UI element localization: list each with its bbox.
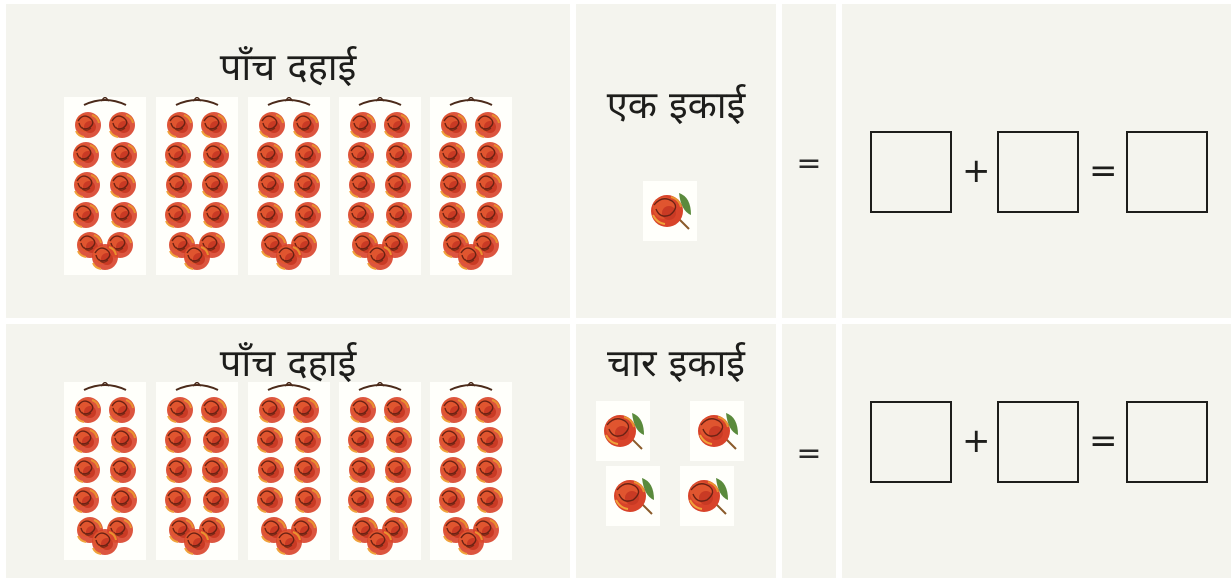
equals-cell-row-2: = [782,324,836,578]
rose-garland-icon [156,97,238,275]
rose-flower-icon [680,466,734,526]
rose-garland-icon [339,97,421,275]
rose-garland-icon [339,382,421,560]
rose-garland-icon [64,382,146,560]
plus-sign: + [962,421,991,461]
equals-sign: = [796,146,822,181]
ones-label: चार इकाई [607,341,745,385]
tens-cell-row-1: पाँच दहाई [6,4,570,318]
tens-cell-row-2: पाँच दहाई [6,324,570,578]
equals-cell-row-1: = [782,4,836,318]
rose-garland-icon [156,382,238,560]
equals-sign: = [1089,421,1118,461]
rose-flower-icon [596,401,650,461]
rose-flower-icon [643,181,697,241]
rose-flower-icon [606,466,660,526]
tens-label: पाँच दहाई [219,341,357,385]
ones-cell-row-1: एक इकाई [576,4,776,318]
answer-box-tens[interactable] [870,401,952,483]
rose-garland-icon [248,382,330,560]
plus-sign: + [962,151,991,191]
expression-cell-row-1: + = [842,4,1231,318]
equals-sign: = [1089,151,1118,191]
rose-garland-icon [430,97,512,275]
answer-box-ones[interactable] [997,131,1079,213]
answer-box-total[interactable] [1126,401,1208,483]
rose-flower-icon [690,401,744,461]
answer-box-ones[interactable] [997,401,1079,483]
equals-sign: = [796,436,822,471]
answer-box-total[interactable] [1126,131,1208,213]
ones-cell-row-2: चार इकाई [576,324,776,578]
expression-cell-row-2: + = [842,324,1231,578]
rose-garland-icon [248,97,330,275]
rose-garland-icon [430,382,512,560]
ones-label: एक इकाई [606,83,746,127]
answer-box-tens[interactable] [870,131,952,213]
tens-label: पाँच दहाई [219,45,357,89]
rose-garland-icon [64,97,146,275]
